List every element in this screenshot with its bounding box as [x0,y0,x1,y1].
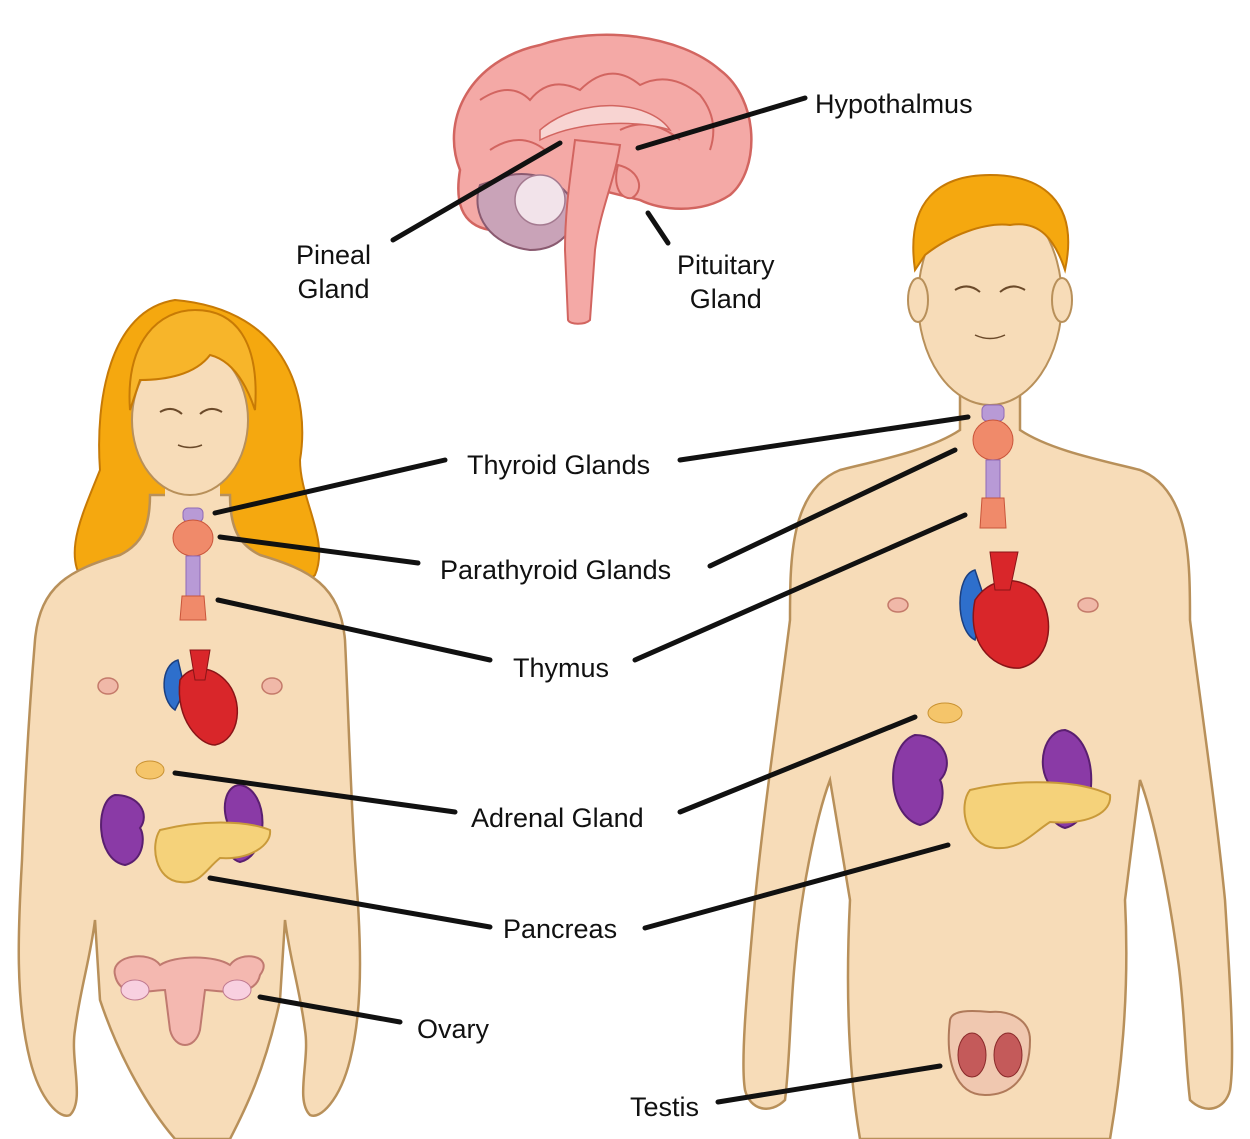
label-pituitary-line2: Gland [677,282,775,316]
label-thyroid-glands: Thyroid Glands [467,448,650,482]
label-pineal-gland: Pineal Gland [296,238,371,306]
label-thymus: Thymus [513,651,609,685]
label-testis: Testis [630,1090,699,1124]
label-hypothalmus: Hypothalmus [815,87,973,121]
female-thymus-stem [186,556,200,596]
male-ear-right [1052,278,1072,322]
label-adrenal-gland: Adrenal Gland [471,801,644,835]
male-thymus [980,498,1006,528]
label-pineal-line1: Pineal [296,238,371,272]
male-adrenal [928,703,962,723]
label-pituitary-gland: Pituitary Gland [677,248,775,316]
male-kidney-left [893,735,947,825]
female-nipple-right [262,678,282,694]
label-pineal-line2: Gland [296,272,371,306]
male-testis [949,1011,1030,1095]
male-thymus-stem [986,460,1000,498]
female-thymus [180,596,206,620]
female-thyroid [173,520,213,556]
male-pineal-nub [982,405,1004,421]
brain-stem [565,140,620,324]
leader-pituitary [648,213,668,243]
male-thyroid [973,420,1013,460]
male-ear-left [908,278,928,322]
female-ovary-right [223,980,251,1000]
male-nipple-right [1078,598,1098,612]
female-figure [19,300,360,1139]
label-ovary: Ovary [417,1012,489,1046]
male-figure [743,175,1232,1139]
female-ovary-left [121,980,149,1000]
cerebellum-flower [515,175,565,225]
label-pancreas: Pancreas [503,912,617,946]
label-pituitary-line1: Pituitary [677,248,775,282]
female-nipple-left [98,678,118,694]
female-adrenal [136,761,164,779]
male-nipple-left [888,598,908,612]
label-parathyroid-glands: Parathyroid Glands [440,553,671,587]
